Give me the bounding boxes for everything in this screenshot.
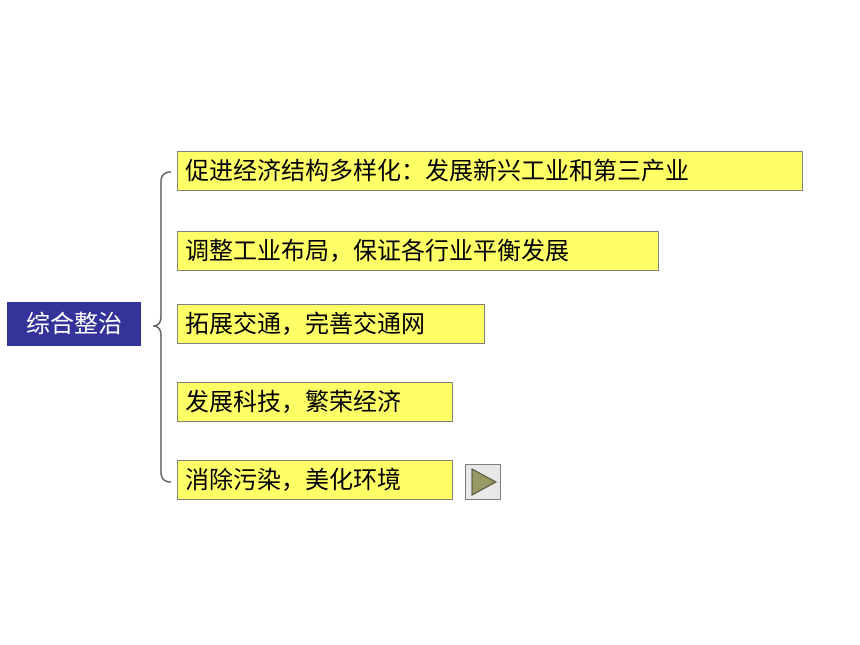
branch-item: 促进经济结构多样化：发展新兴工业和第三产业 [177, 151, 803, 191]
play-icon [471, 468, 498, 496]
branch-item-label: 调整工业布局，保证各行业平衡发展 [185, 237, 569, 265]
root-node-label: 综合整治 [26, 310, 122, 338]
branch-item-label: 促进经济结构多样化：发展新兴工业和第三产业 [185, 157, 689, 185]
branch-item: 调整工业布局，保证各行业平衡发展 [177, 231, 659, 271]
branch-item-label: 发展科技，繁荣经济 [185, 388, 401, 416]
branch-item: 发展科技，繁荣经济 [177, 382, 453, 422]
root-node: 综合整治 [7, 302, 141, 346]
branch-item: 消除污染，美化环境 [177, 460, 453, 500]
next-slide-button[interactable] [465, 464, 501, 500]
branch-item-label: 消除污染，美化环境 [185, 466, 401, 494]
branch-item: 拓展交通，完善交通网 [177, 304, 485, 344]
brace-connector [152, 171, 172, 483]
branch-item-label: 拓展交通，完善交通网 [185, 310, 425, 338]
